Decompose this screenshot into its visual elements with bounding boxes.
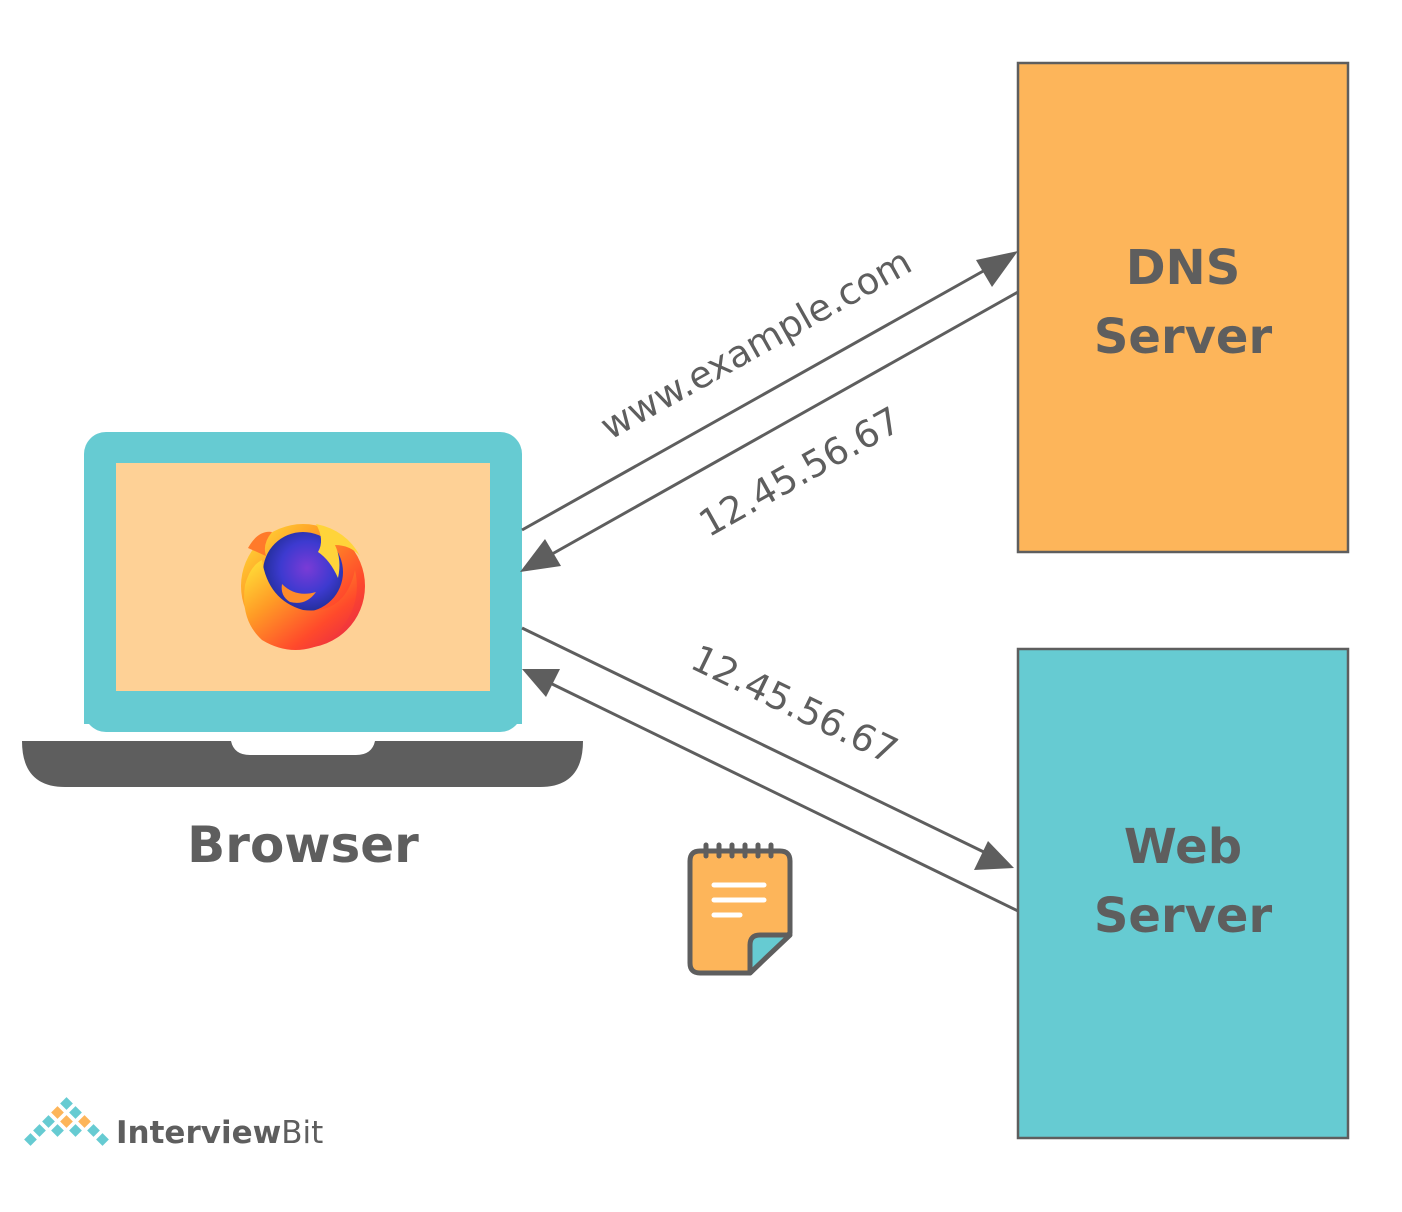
dns-server-box (1016, 61, 1350, 554)
notepad-icon (687, 842, 793, 976)
web-request-label: 12.45.56.67 (684, 637, 904, 773)
brand-name-part1: Interview (116, 1115, 281, 1151)
web-server-label-line1: Web (1124, 819, 1242, 875)
interviewbit-logo: InterviewBit (24, 1097, 323, 1151)
firefox-logo-icon (241, 524, 365, 650)
web-server-box (1016, 647, 1350, 1140)
dns-server-label-line2: Server (1094, 309, 1273, 365)
dns-server-label-line1: DNS (1126, 240, 1241, 296)
interviewbit-logo-mark (24, 1097, 109, 1146)
web-request-arrow (521, 626, 1014, 870)
web-response-arrow (522, 669, 1019, 913)
interviewbit-wordmark: InterviewBit (116, 1115, 323, 1151)
brand-name-part2: Bit (281, 1115, 323, 1151)
dns-query-arrow (521, 251, 1018, 532)
web-server: Web Server (1016, 647, 1350, 1140)
web-server-label-line2: Server (1094, 888, 1273, 944)
dns-response-label: 12.45.56.67 (692, 399, 908, 546)
laptop-frame-bottom (84, 700, 522, 724)
browser-label: Browser (187, 816, 419, 874)
laptop-base (22, 741, 583, 787)
dns-response-arrow (520, 290, 1019, 572)
dns-server: DNS Server (1016, 61, 1350, 554)
